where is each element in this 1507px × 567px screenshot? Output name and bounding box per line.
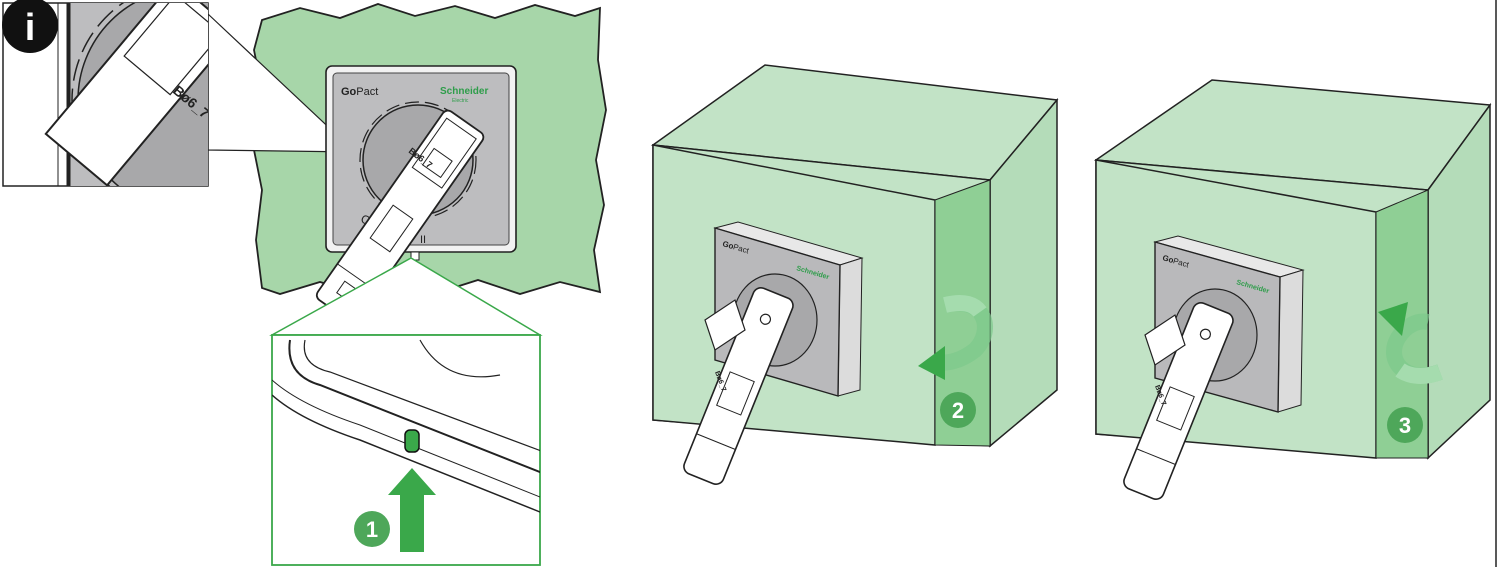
- step-3-number: 3: [1399, 413, 1411, 438]
- enclosure-step-2: GoPact Schneider Bø6_7 2: [653, 65, 1057, 487]
- step-3-badge: 3: [1387, 407, 1423, 443]
- switch-maker-sub: Electric: [452, 98, 469, 104]
- info-glyph: i: [25, 7, 36, 49]
- enclosure-step-3: GoPact Schneider Bø6_7 3: [1096, 80, 1490, 502]
- step-1-number: 1: [366, 517, 378, 542]
- switch-pos-test: II: [420, 234, 426, 246]
- step-1-badge: 1: [354, 511, 390, 547]
- step-2-number: 2: [952, 398, 964, 423]
- switch-maker-logo: Schneider: [440, 86, 488, 97]
- step-2-badge: 2: [940, 392, 976, 428]
- switch-brand: GoPact: [341, 86, 378, 98]
- zoom-inset-latch: 1: [272, 335, 560, 565]
